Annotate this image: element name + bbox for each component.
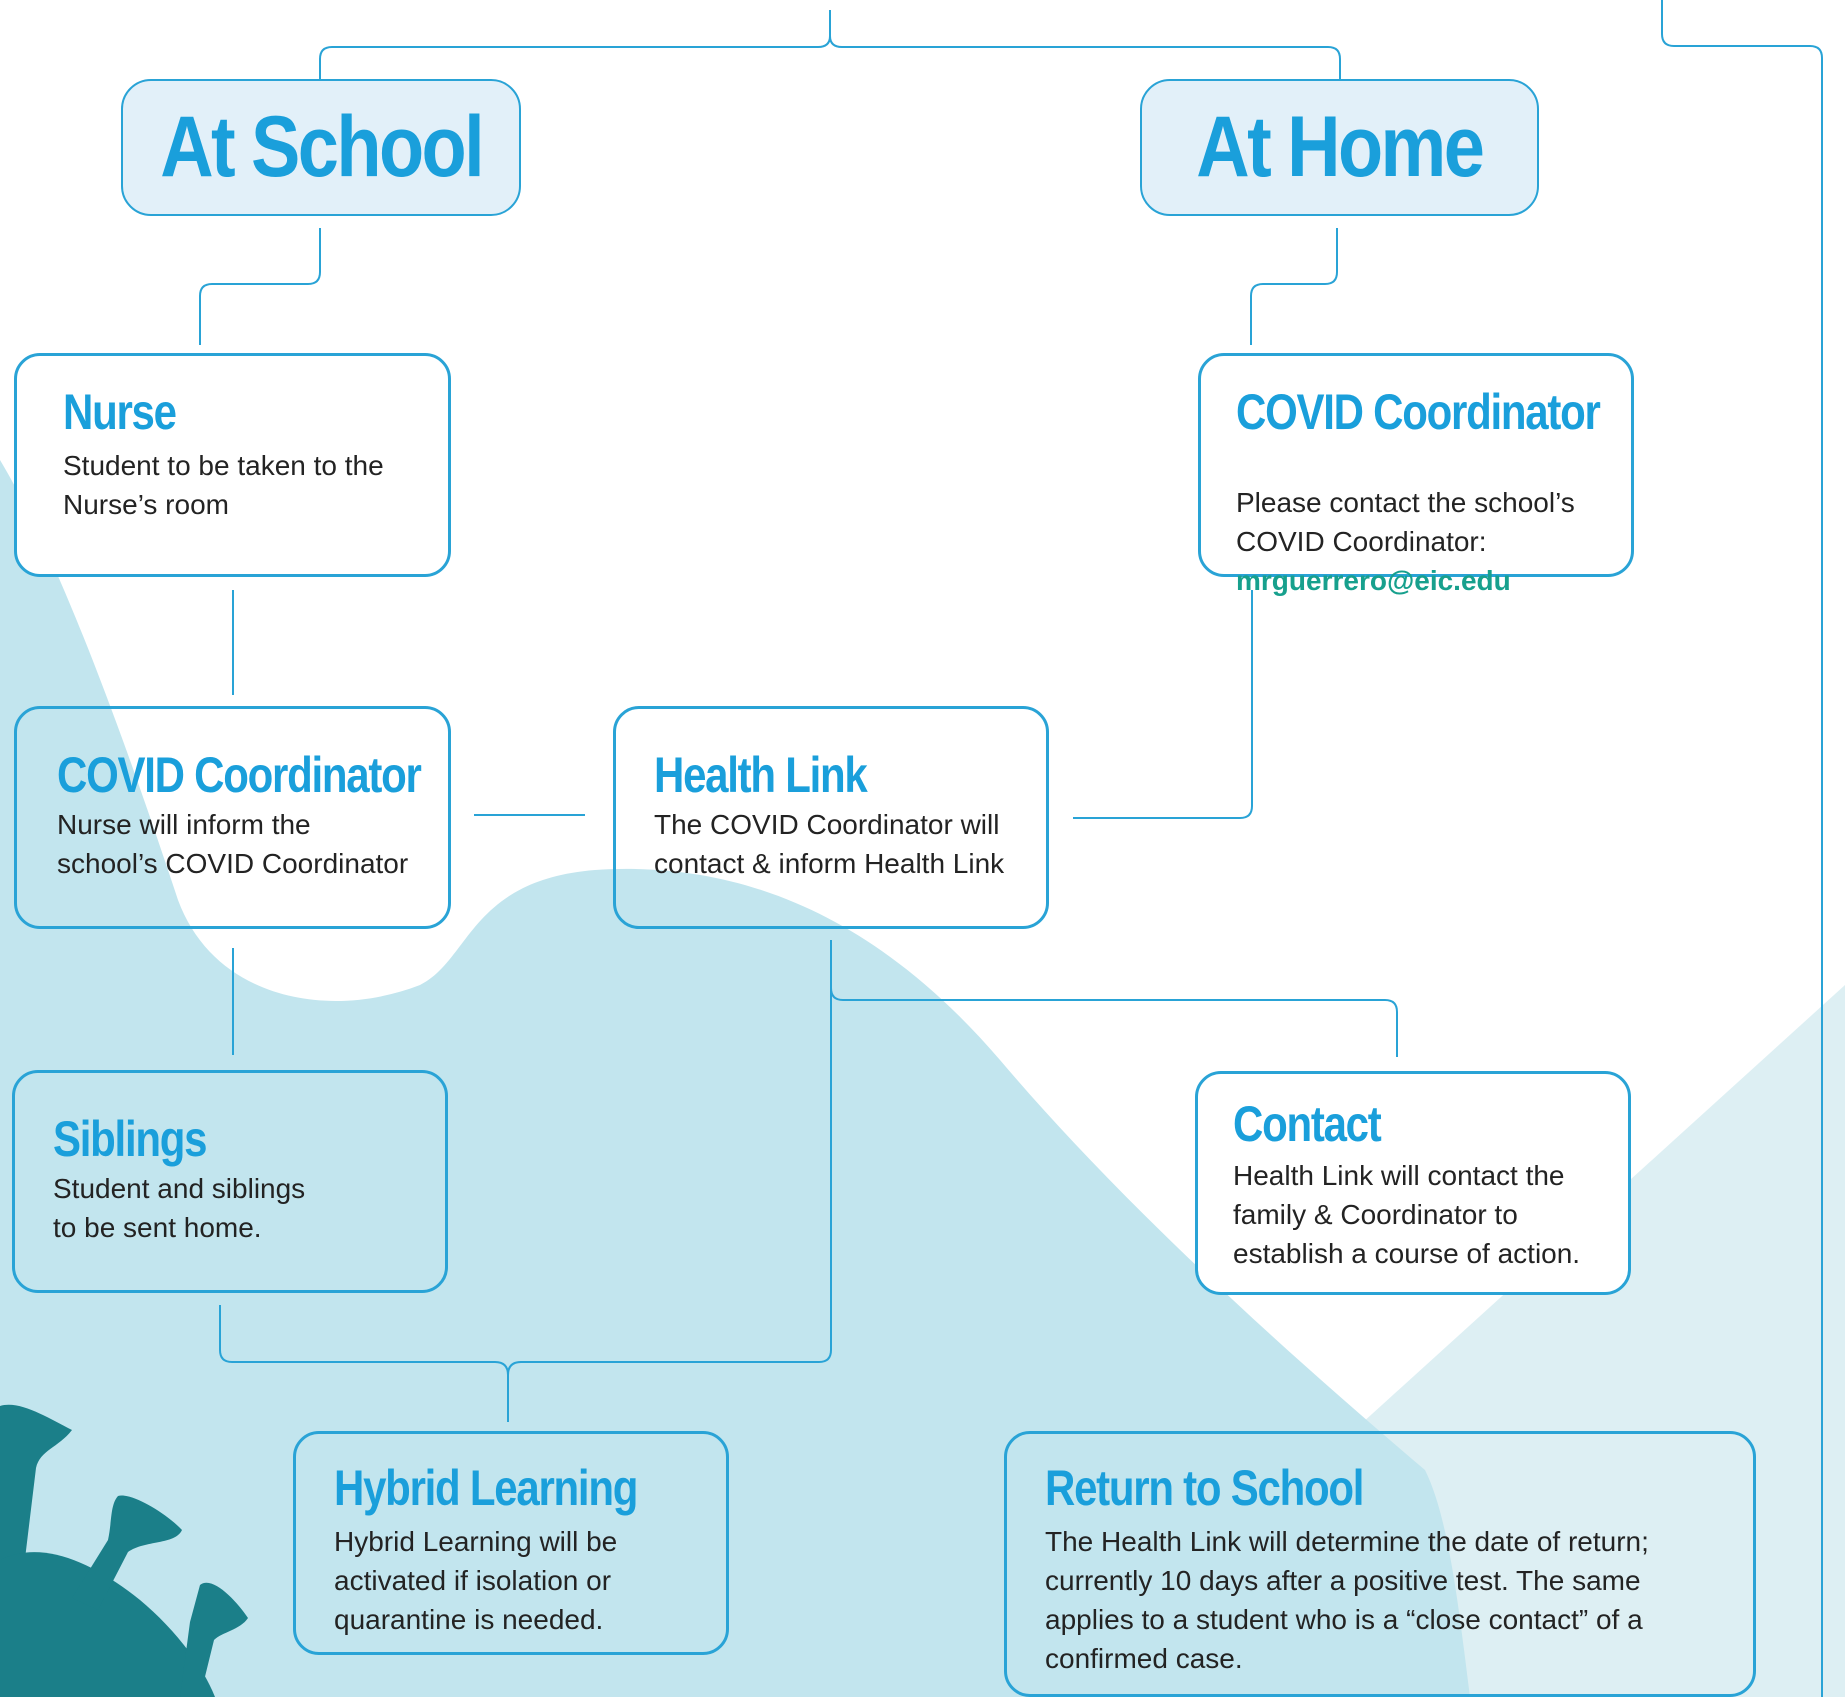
covid-coordinator-home-title: COVID Coordinator	[1236, 384, 1601, 440]
virus-icon	[0, 1404, 248, 1697]
hybrid-learning-title: Hybrid Learning	[334, 1460, 638, 1516]
covid-coordinator-home-text: Please contact the school’s COVID Coordi…	[1236, 444, 1626, 639]
nurse-text: Student to be taken to the Nurse’s room	[63, 450, 384, 520]
covid-coordinator-school-box: COVID Coordinator Nurse will inform the …	[14, 706, 451, 929]
contact-text: Health Link will contact the family & Co…	[1233, 1160, 1581, 1269]
hybrid-learning-text: Hybrid Learning will be activated if iso…	[334, 1526, 618, 1635]
covid-coordinator-home-body: Please contact the school’s COVID Coordi…	[1236, 487, 1575, 557]
header-at-school-label: At School	[160, 99, 485, 195]
contact-box: Contact Health Link will contact the fam…	[1195, 1071, 1631, 1295]
nurse-title: Nurse	[63, 384, 177, 440]
covid-coordinator-school-text: Nurse will inform the school’s COVID Coo…	[57, 809, 409, 879]
siblings-title: Siblings	[53, 1111, 208, 1167]
health-link-box: Health Link The COVID Coordinator will c…	[613, 706, 1049, 929]
siblings-box: Siblings Student and siblings to be sent…	[12, 1070, 448, 1293]
covid-coordinator-home-box: COVID Coordinator Please contact the sch…	[1198, 353, 1634, 596]
return-to-school-box: Return to School The Health Link will de…	[1004, 1431, 1756, 1697]
health-link-text: The COVID Coordinator will contact & inf…	[654, 809, 1005, 879]
return-to-school-text: The Health Link will determine the date …	[1045, 1526, 1649, 1674]
contact-title: Contact	[1233, 1096, 1382, 1152]
header-at-home: At Home	[1140, 79, 1539, 216]
header-at-school: At School	[121, 79, 521, 216]
coordinator-email-link[interactable]: mrguerrero@eic.edu	[1236, 565, 1511, 596]
nurse-box: Nurse Student to be taken to the Nurse’s…	[14, 353, 451, 577]
hybrid-learning-box: Hybrid Learning Hybrid Learning will be …	[293, 1431, 729, 1655]
return-to-school-title: Return to School	[1045, 1460, 1364, 1516]
covid-coordinator-school-title: COVID Coordinator	[57, 747, 422, 803]
siblings-text: Student and siblings to be sent home.	[53, 1173, 306, 1243]
header-at-home-label: At Home	[1196, 99, 1485, 195]
health-link-title: Health Link	[654, 747, 868, 803]
